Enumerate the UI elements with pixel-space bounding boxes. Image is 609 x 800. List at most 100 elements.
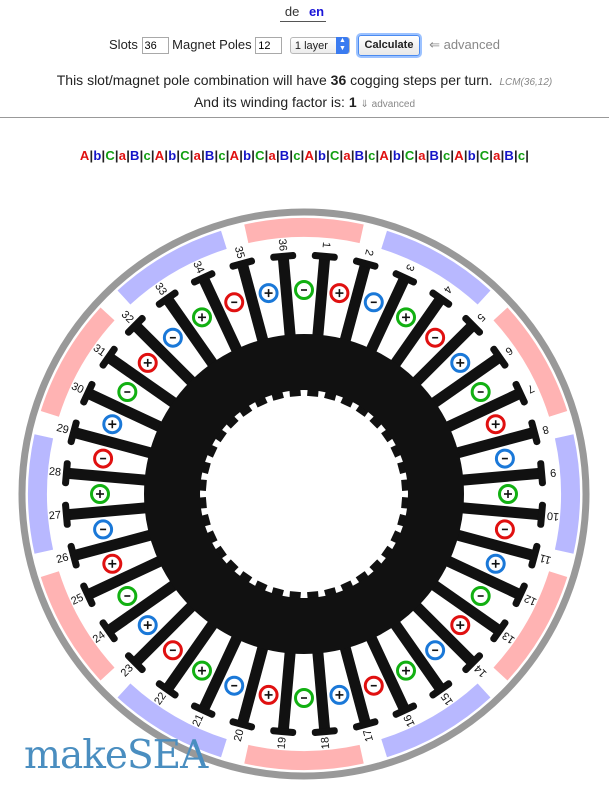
- winding-phase-35: B: [504, 148, 514, 163]
- slot-label-12: 12: [522, 592, 538, 608]
- winding-separator: |: [189, 148, 194, 163]
- tooth-tip: [429, 289, 453, 308]
- winding-separator: |: [314, 148, 318, 163]
- slot-label-11: 11: [538, 551, 552, 566]
- winding-separator: |: [139, 148, 144, 163]
- advanced-link[interactable]: ⇐ advanced: [429, 36, 500, 52]
- tooth-tip: [528, 542, 541, 569]
- winding-factor-value: 1: [348, 94, 357, 110]
- winding-separator: |: [364, 148, 369, 163]
- slot-label-4: 4: [441, 283, 454, 295]
- winding-separator: |: [214, 148, 219, 163]
- winding-phase-6: c: [143, 148, 151, 163]
- tooth-tip: [99, 619, 118, 643]
- winding-phase-32: b: [467, 148, 476, 163]
- language-underline: [280, 21, 326, 22]
- winding-phase-2: b: [93, 148, 102, 163]
- winding-separator: |: [414, 148, 419, 163]
- calculate-button[interactable]: Calculate: [357, 35, 421, 56]
- tooth-tip: [124, 314, 146, 336]
- cogging-prefix: This slot/magnet pole combination will h…: [56, 72, 327, 88]
- winding-separator: |: [500, 148, 505, 163]
- winding-advanced-link[interactable]: ⇓ advanced: [360, 99, 416, 110]
- winding-phase-27: C: [404, 148, 415, 163]
- winding-phase-3: C: [105, 148, 115, 163]
- winding-separator: |: [525, 148, 530, 163]
- winding-separator: |: [201, 148, 205, 163]
- winding-separator: |: [450, 148, 455, 163]
- slot-label-16: 16: [402, 712, 418, 728]
- winding-phase-11: B: [204, 148, 215, 163]
- winding-phase-12: c: [218, 148, 226, 163]
- tooth-tip: [462, 314, 484, 336]
- motor-winding-diagram: 1234567891011121314151617181920212223242…: [18, 208, 590, 780]
- tooth-tip: [67, 542, 80, 569]
- magnet-pole-2: [381, 230, 491, 305]
- winding-separator: |: [375, 148, 380, 163]
- logo-text-sea: SEA: [126, 733, 208, 778]
- winding-factor-result: And its winding factor is: 1 ⇓ advanced: [0, 94, 609, 110]
- slot-label-20: 20: [232, 728, 247, 743]
- tooth-tip: [512, 582, 528, 608]
- winding-separator: |: [475, 148, 480, 163]
- cogging-result: This slot/magnet pole combination will h…: [0, 72, 609, 88]
- slot-label-33: 33: [152, 281, 169, 298]
- tooth-tip: [270, 252, 297, 261]
- tooth-tip: [155, 289, 179, 308]
- tooth-tip: [229, 257, 256, 270]
- magnet-poles-input[interactable]: [255, 37, 283, 54]
- tooth-tip: [229, 718, 256, 731]
- cogging-suffix: cogging steps per turn.: [350, 72, 493, 88]
- winding-separator: |: [425, 148, 430, 163]
- tooth-tip: [62, 501, 71, 528]
- tooth-tip: [99, 345, 118, 369]
- slot-label-18: 18: [319, 736, 332, 749]
- layers-select[interactable]: 1 layer▲▼: [289, 37, 350, 54]
- tooth-tip: [512, 380, 528, 406]
- winding-separator: |: [164, 148, 169, 163]
- tooth-tip: [270, 727, 297, 736]
- tooth-tip: [528, 419, 541, 446]
- tooth-tip: [124, 652, 146, 674]
- tooth-tip: [62, 460, 71, 487]
- winding-phase-7: A: [154, 148, 165, 163]
- winding-phase-21: C: [329, 148, 340, 163]
- winding-separator: |: [251, 148, 256, 163]
- slot-label-22: 22: [152, 690, 169, 707]
- winding-phase-17: B: [279, 148, 290, 163]
- tooth-tip: [490, 619, 509, 643]
- winding-phase-8: b: [168, 148, 177, 163]
- slot-label-1: 1: [320, 241, 332, 248]
- slot-label-25: 25: [69, 592, 85, 608]
- winding-separator: |: [339, 148, 344, 163]
- winding-phase-5: B: [130, 148, 140, 163]
- language-link-en[interactable]: en: [308, 4, 325, 19]
- tooth-tip: [490, 345, 509, 369]
- winding-separator: |: [463, 148, 468, 163]
- winding-separator: |: [176, 148, 181, 163]
- magnet-pole-7: [244, 744, 364, 770]
- tooth-tip: [67, 419, 80, 446]
- winding-phase-18: c: [293, 148, 301, 163]
- slots-input[interactable]: [141, 37, 169, 54]
- winding-separator: |: [489, 148, 494, 163]
- tooth-tip: [537, 501, 546, 528]
- makesea-logo: makeSEA: [24, 733, 208, 778]
- slot-label-26: 26: [55, 551, 70, 566]
- winding-separator: |: [126, 148, 131, 163]
- winding-separator: |: [264, 148, 269, 163]
- slot-label-21: 21: [190, 712, 206, 728]
- magnet-pole-8: [117, 683, 227, 758]
- winding-separator: |: [350, 148, 355, 163]
- winding-phase-34: a: [493, 148, 501, 163]
- tooth-tip: [190, 702, 216, 718]
- slot-label-9: 9: [549, 466, 556, 478]
- language-link-de[interactable]: de: [284, 4, 300, 19]
- magnet-pole-6: [381, 683, 491, 758]
- winding-separator: |: [225, 148, 230, 163]
- tooth-tip: [311, 252, 338, 261]
- tooth-tip: [392, 702, 418, 718]
- slot-label-13: 13: [500, 629, 517, 646]
- tooth-tip: [80, 380, 96, 406]
- winding-phase-31: A: [454, 148, 464, 163]
